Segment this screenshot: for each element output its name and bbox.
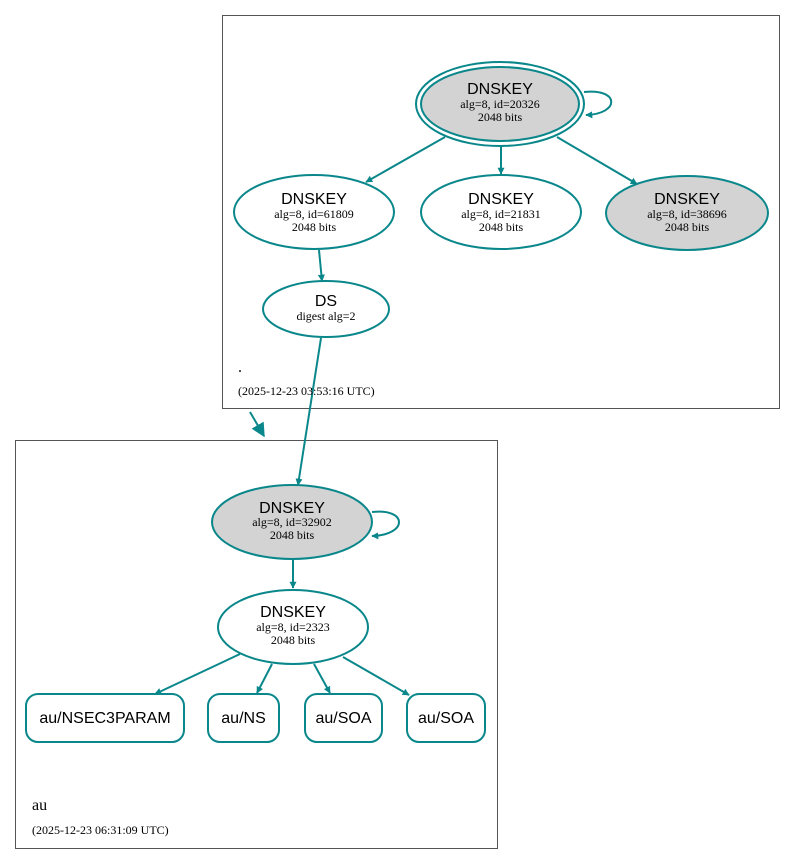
rrset-box [25, 693, 185, 743]
node-bits: 2048 bits [271, 633, 316, 647]
edge-ksk-to-zsk3 [556, 136, 638, 185]
rrset-label: au/NS [221, 710, 265, 727]
rrset-node-nsec3param: au/NSEC3PARAM [25, 693, 185, 743]
edge-ds-to-au-ksk [295, 337, 322, 486]
ksk-ellipse [211, 484, 373, 560]
edge-ksk-self [583, 90, 613, 119]
node-alg-id: alg=8, id=20326 [460, 97, 540, 111]
node-title: DNSKEY [467, 81, 533, 98]
node-bits: 2048 bits [292, 220, 337, 234]
zone-timestamp-au: (2025-12-23 06:31:09 UTC) [32, 823, 169, 837]
node-alg-id: alg=8, id=21831 [461, 207, 541, 221]
dnskey-node-38696: DNSKEY alg=8, id=38696 2048 bits [605, 175, 769, 251]
edge-zsk-to-soa1 [313, 663, 331, 694]
rrset-node-soa-2: au/SOA [406, 693, 486, 743]
edge-zsk1-to-ds [317, 249, 325, 282]
zone-timestamp-root: (2025-12-23 03:53:16 UTC) [238, 384, 375, 398]
node-alg-id: alg=8, id=61809 [274, 207, 354, 221]
node-title: DNSKEY [259, 500, 325, 517]
ds-ellipse [262, 280, 390, 338]
node-title: DNSKEY [654, 191, 720, 208]
node-bits: 2048 bits [270, 528, 315, 542]
zsk-ellipse [217, 589, 369, 665]
dnskey-node-2323: DNSKEY alg=8, id=2323 2048 bits [217, 589, 369, 665]
rrset-node-ns: au/NS [207, 693, 280, 743]
zone-box-au [15, 440, 498, 849]
zsk-ellipse [233, 174, 395, 250]
rrset-label: au/SOA [418, 710, 474, 727]
node-title: DNSKEY [281, 191, 347, 208]
rrset-label: au/NSEC3PARAM [39, 710, 170, 727]
node-alg-id: alg=8, id=2323 [256, 620, 330, 634]
node-alg-id: alg=8, id=32902 [252, 515, 332, 529]
dnskey-node-61809: DNSKEY alg=8, id=61809 2048 bits [233, 174, 395, 250]
rrset-node-soa-1: au/SOA [304, 693, 383, 743]
edges [154, 90, 638, 696]
dnskey-node-20326: DNSKEY alg=8, id=20326 2048 bits [415, 61, 585, 147]
zsk-ellipse [420, 174, 582, 250]
edge-ksk-to-zsk1 [365, 136, 446, 183]
edge-zsk-to-ns [256, 663, 273, 694]
rrset-box [406, 693, 486, 743]
ksk-ellipse [420, 66, 580, 142]
node-bits: 2048 bits [478, 110, 523, 124]
zsk-ellipse [605, 175, 769, 251]
edge-au-ksk-self [371, 510, 400, 540]
node-title: DNSKEY [260, 604, 326, 621]
edge-zone-delegation [249, 411, 265, 438]
rrset-box [304, 693, 383, 743]
rrset-box [207, 693, 280, 743]
ksk-outer-ring [415, 61, 585, 147]
zone-name-au: au [32, 797, 47, 814]
dnskey-node-21831: DNSKEY alg=8, id=21831 2048 bits [420, 174, 582, 250]
edge-zsk-to-nsec3param [154, 653, 241, 695]
zone-name-root: . [238, 359, 242, 376]
edge-zsk-to-soa2 [342, 656, 410, 696]
zone-box-root [222, 15, 780, 409]
node-title: DNSKEY [468, 191, 534, 208]
node-digest: digest alg=2 [296, 309, 355, 323]
ds-node: DS digest alg=2 [262, 280, 390, 338]
dnskey-node-32902: DNSKEY alg=8, id=32902 2048 bits [211, 484, 373, 560]
node-bits: 2048 bits [479, 220, 524, 234]
node-title: DS [315, 293, 337, 310]
node-bits: 2048 bits [665, 220, 710, 234]
node-alg-id: alg=8, id=38696 [647, 207, 727, 221]
rrset-label: au/SOA [315, 710, 371, 727]
